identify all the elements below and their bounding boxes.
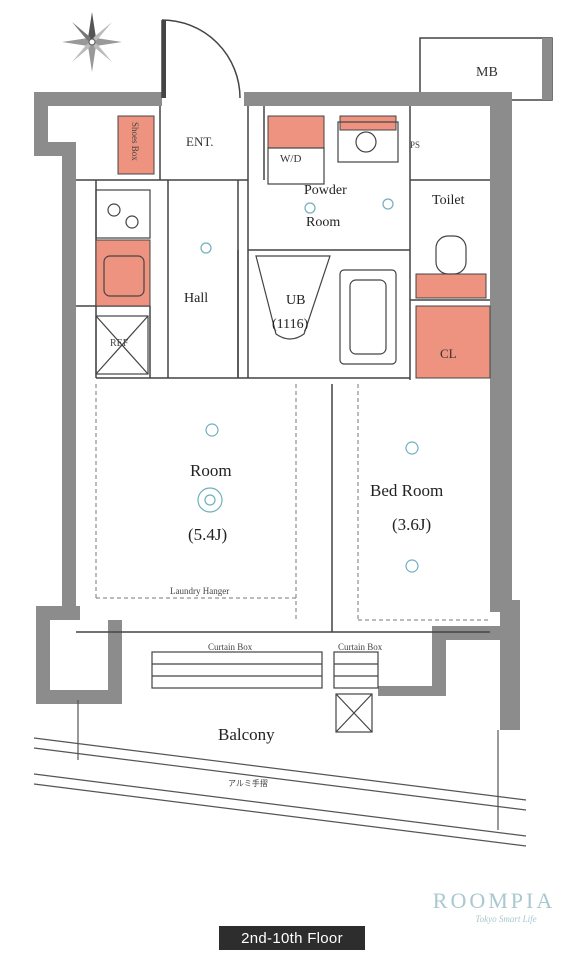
floor-label: 2nd-10th Floor bbox=[219, 926, 365, 950]
ub-label-1: UB bbox=[286, 293, 305, 308]
interior-walls bbox=[76, 106, 490, 633]
mb-box bbox=[419, 37, 553, 101]
dashed-lines bbox=[95, 384, 490, 621]
mb-label: MB bbox=[476, 65, 498, 80]
balcony-railing bbox=[33, 700, 527, 847]
window-frames bbox=[151, 651, 379, 689]
curtain-box-right-label: Curtain Box bbox=[338, 642, 383, 652]
entrance-label: ENT. bbox=[186, 134, 214, 149]
laundry-hanger-label: Laundry Hanger bbox=[170, 586, 229, 596]
curtain-box-left-label: Curtain Box bbox=[208, 642, 253, 652]
room-size-label: (5.4J) bbox=[188, 525, 227, 544]
powder-room-label-1: Powder bbox=[304, 183, 347, 198]
powder-room-label-2: Room bbox=[306, 215, 340, 230]
ref-label: REF bbox=[110, 338, 129, 349]
shoes-box-label: Shoes Box bbox=[130, 122, 140, 161]
compass-rose-icon bbox=[62, 12, 122, 72]
light-fixtures bbox=[197, 198, 419, 573]
fixtures bbox=[95, 121, 467, 733]
ps-label: PS bbox=[410, 140, 420, 150]
toilet-label: Toilet bbox=[432, 193, 465, 208]
balcony-label: Balcony bbox=[218, 725, 275, 744]
aluminum-railing-label: アルミ手摺 bbox=[228, 778, 268, 788]
brand-tagline: Tokyo Smart Life bbox=[475, 914, 537, 924]
walls bbox=[34, 92, 520, 730]
brand-name: ROOMPIA bbox=[432, 888, 556, 913]
bedroom-name-label: Bed Room bbox=[370, 481, 443, 500]
hall-label: Hall bbox=[184, 291, 208, 306]
closet-label: CL bbox=[440, 346, 457, 361]
room-name-label: Room bbox=[190, 461, 232, 480]
ub-label-2: (1116) bbox=[272, 317, 309, 332]
storage-areas bbox=[95, 115, 491, 379]
bedroom-size-label: (3.6J) bbox=[392, 515, 431, 534]
wd-label: W/D bbox=[280, 153, 301, 165]
entrance-door bbox=[161, 19, 241, 99]
